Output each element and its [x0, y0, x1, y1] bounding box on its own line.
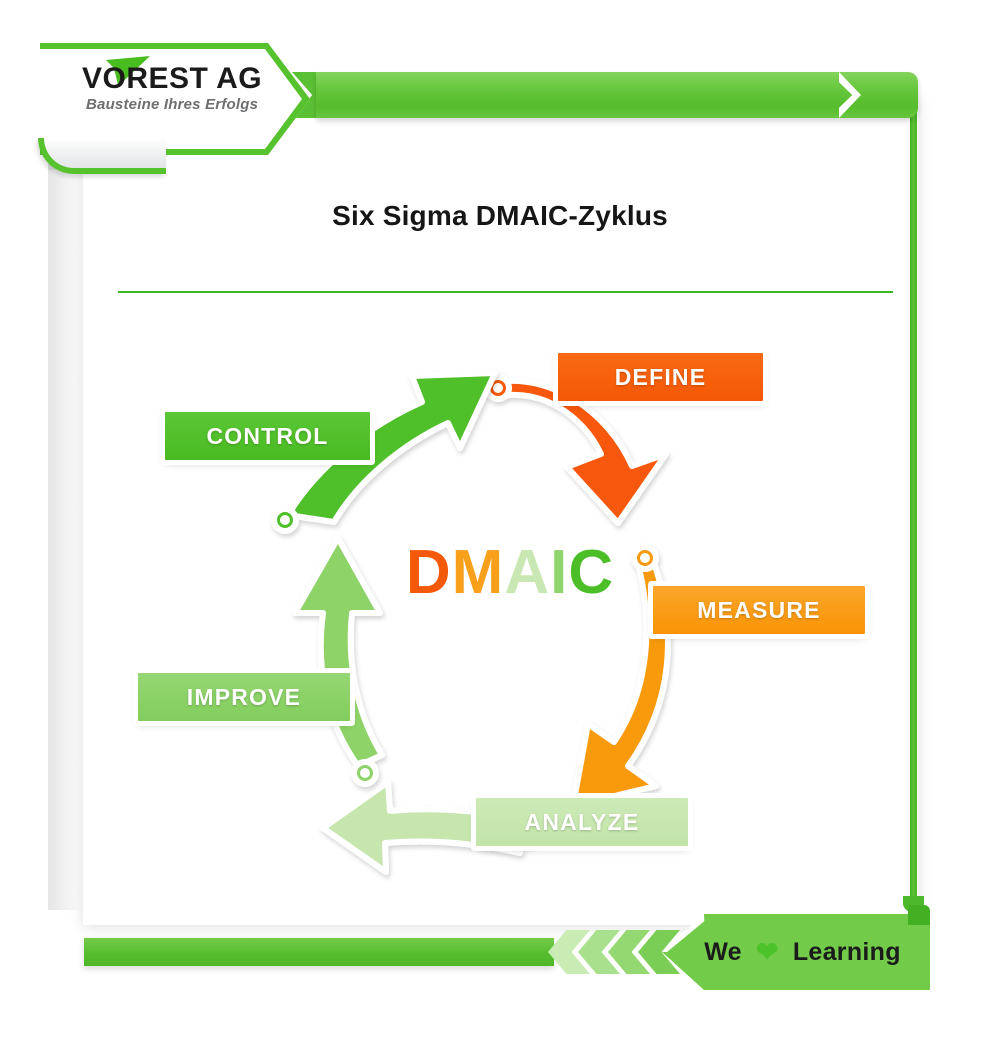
footer-ribbon-bar — [84, 938, 554, 966]
phase-label-define: DEFINE — [614, 363, 707, 390]
phase-box-analyze[interactable]: ANALYZE — [476, 798, 688, 846]
phase-label-improve: IMPROVE — [186, 683, 302, 710]
footer-learning-label: Learning — [792, 937, 901, 966]
phase-label-analyze: ANALYZE — [524, 808, 640, 835]
footer-tab-curl — [908, 905, 930, 925]
dmaic-letter-c: C — [568, 538, 615, 607]
brand-logo[interactable]: VOREST AG Bausteine Ihres Erfolgs — [82, 56, 267, 124]
heart-icon: ❤ — [755, 936, 779, 967]
header-ribbon-bar — [316, 72, 918, 118]
phase-label-measure: MEASURE — [697, 596, 821, 623]
logo-tagline: Bausteine Ihres Erfolgs — [86, 96, 259, 113]
footer-slogan: We ❤ Learning — [690, 932, 915, 972]
dmaic-letter-m: M — [451, 538, 505, 607]
dmaic-letter-i: I — [550, 538, 569, 607]
dmaic-cycle-diagram: DEFINE MEASURE ANALYZE IMPROVE CONTROL D… — [120, 330, 900, 890]
logo-tab — [40, 43, 310, 155]
title-divider — [118, 291, 893, 293]
footer-we-label: We — [704, 937, 742, 966]
phase-box-control[interactable]: CONTROL — [165, 412, 370, 460]
page-title: Six Sigma DMAIC-Zyklus — [332, 200, 668, 231]
logo-tab-curl — [38, 138, 166, 174]
phase-box-define[interactable]: DEFINE — [558, 353, 763, 401]
dmaic-letter-d: D — [405, 538, 452, 607]
arrow-control — [271, 370, 498, 534]
content-card — [83, 95, 918, 925]
dmaic-center-label: DMAIC — [385, 537, 635, 608]
dmaic-letter-a: A — [504, 538, 551, 607]
phase-label-control: CONTROL — [206, 422, 329, 449]
phase-box-improve[interactable]: IMPROVE — [138, 673, 350, 721]
phase-box-measure[interactable]: MEASURE — [653, 586, 865, 634]
card-left-shadow — [48, 150, 84, 910]
frame-right-border — [910, 112, 917, 912]
arrow-improve — [292, 535, 385, 787]
cycle-arrows-svg — [271, 370, 671, 875]
footer-tab-border — [662, 914, 930, 990]
logo-name: VOREST AG — [82, 62, 263, 95]
